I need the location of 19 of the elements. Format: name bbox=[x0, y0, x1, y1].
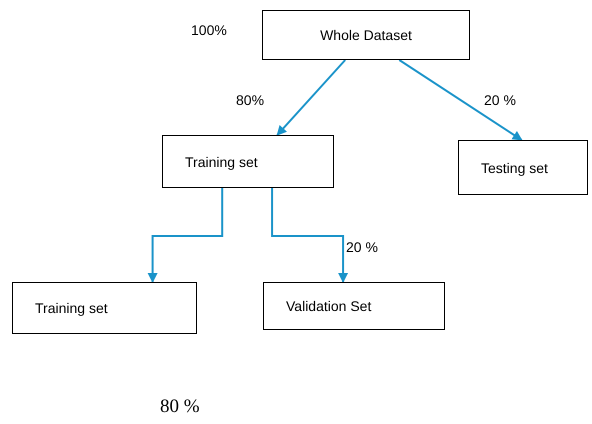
node-label: Training set bbox=[34, 300, 108, 316]
percentage-label: 20 % bbox=[346, 239, 378, 255]
percentage-label: 80 % bbox=[160, 396, 200, 418]
node-label: Testing set bbox=[480, 160, 548, 176]
node-label: Whole Dataset bbox=[320, 27, 412, 43]
process-box bbox=[263, 282, 445, 330]
process-box bbox=[162, 135, 334, 188]
node-label: Validation Set bbox=[285, 298, 372, 314]
process-box bbox=[262, 10, 470, 60]
process-box bbox=[12, 282, 197, 334]
arrow bbox=[398, 59, 523, 141]
percentage-label: 100% bbox=[191, 22, 227, 38]
arrow bbox=[276, 59, 346, 136]
percentage-label: 80% bbox=[236, 92, 264, 108]
percentage-label: 20 % bbox=[484, 92, 516, 108]
arrow bbox=[271, 188, 348, 283]
node-label: Training set bbox=[184, 154, 258, 170]
process-box bbox=[458, 140, 588, 195]
arrow bbox=[148, 188, 224, 283]
